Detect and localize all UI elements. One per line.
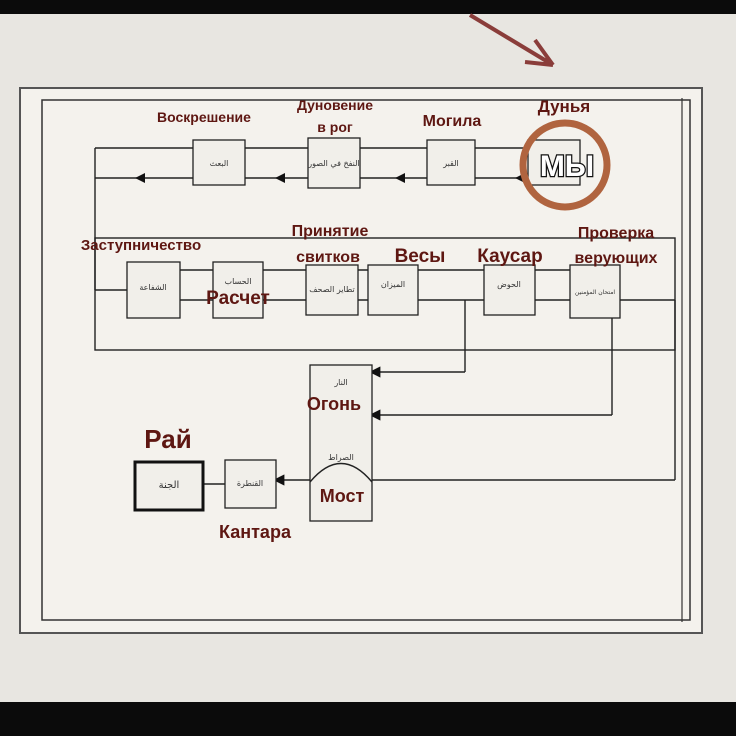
box-mizan: الميزان	[381, 280, 405, 289]
label-fire: Огонь	[307, 394, 361, 414]
box-imtihan: امتحان المؤمنين	[575, 289, 616, 296]
middle-row-boxes	[126, 261, 621, 319]
qantara-box	[224, 459, 277, 509]
box-sirat: الصراط	[328, 453, 354, 462]
box-qantara: القنطرة	[237, 479, 263, 488]
label-scrolls-2: свитков	[296, 249, 360, 266]
label-test-1: Проверка	[578, 225, 654, 242]
box-qabr: القبر	[442, 159, 459, 168]
label-kawthar: Каусар	[477, 246, 542, 267]
label-paradise: Рай	[144, 424, 191, 454]
top-row-boxes	[192, 137, 581, 189]
label-dunya: Дунья	[538, 97, 590, 116]
top-black-bar	[0, 0, 736, 14]
highlight-circle	[519, 119, 611, 211]
label-resurrection: Воскрешение	[157, 109, 251, 125]
box-janna: الجنة	[159, 480, 180, 491]
label-trumpet-2: в рог	[317, 119, 353, 135]
label-bridge: Мост	[320, 486, 365, 506]
box-nar: النار	[333, 378, 347, 387]
bridge-arc	[309, 462, 373, 483]
label-grave: Могила	[423, 113, 482, 130]
label-scales: Весы	[395, 246, 446, 267]
box-nafkh: النفخ في الصور	[307, 159, 359, 168]
box-hisab: الحساب	[225, 277, 252, 286]
paradise-box	[133, 460, 205, 512]
label-scrolls-1: Принятие	[292, 223, 369, 240]
box-shafaa: الشفاعة	[139, 283, 166, 292]
we-label: МЫ	[540, 150, 594, 183]
bottom-black-bar	[0, 702, 736, 736]
box-hawd: الحوض	[497, 280, 521, 289]
label-trumpet-1: Дуновение	[297, 97, 373, 113]
box-suhuf: تطاير الصحف	[309, 285, 354, 294]
page-frame	[19, 87, 703, 634]
label-qantara: Кантара	[219, 522, 292, 542]
box-baath: البعث	[210, 159, 229, 168]
pointer-arrow	[468, 13, 555, 67]
label-intercession: Заступничество	[81, 237, 201, 254]
label-reckoning: Расчет	[206, 288, 270, 309]
inner-border	[41, 99, 691, 621]
label-test-2: верующих	[575, 250, 658, 267]
fire-bridge-column	[309, 364, 373, 522]
